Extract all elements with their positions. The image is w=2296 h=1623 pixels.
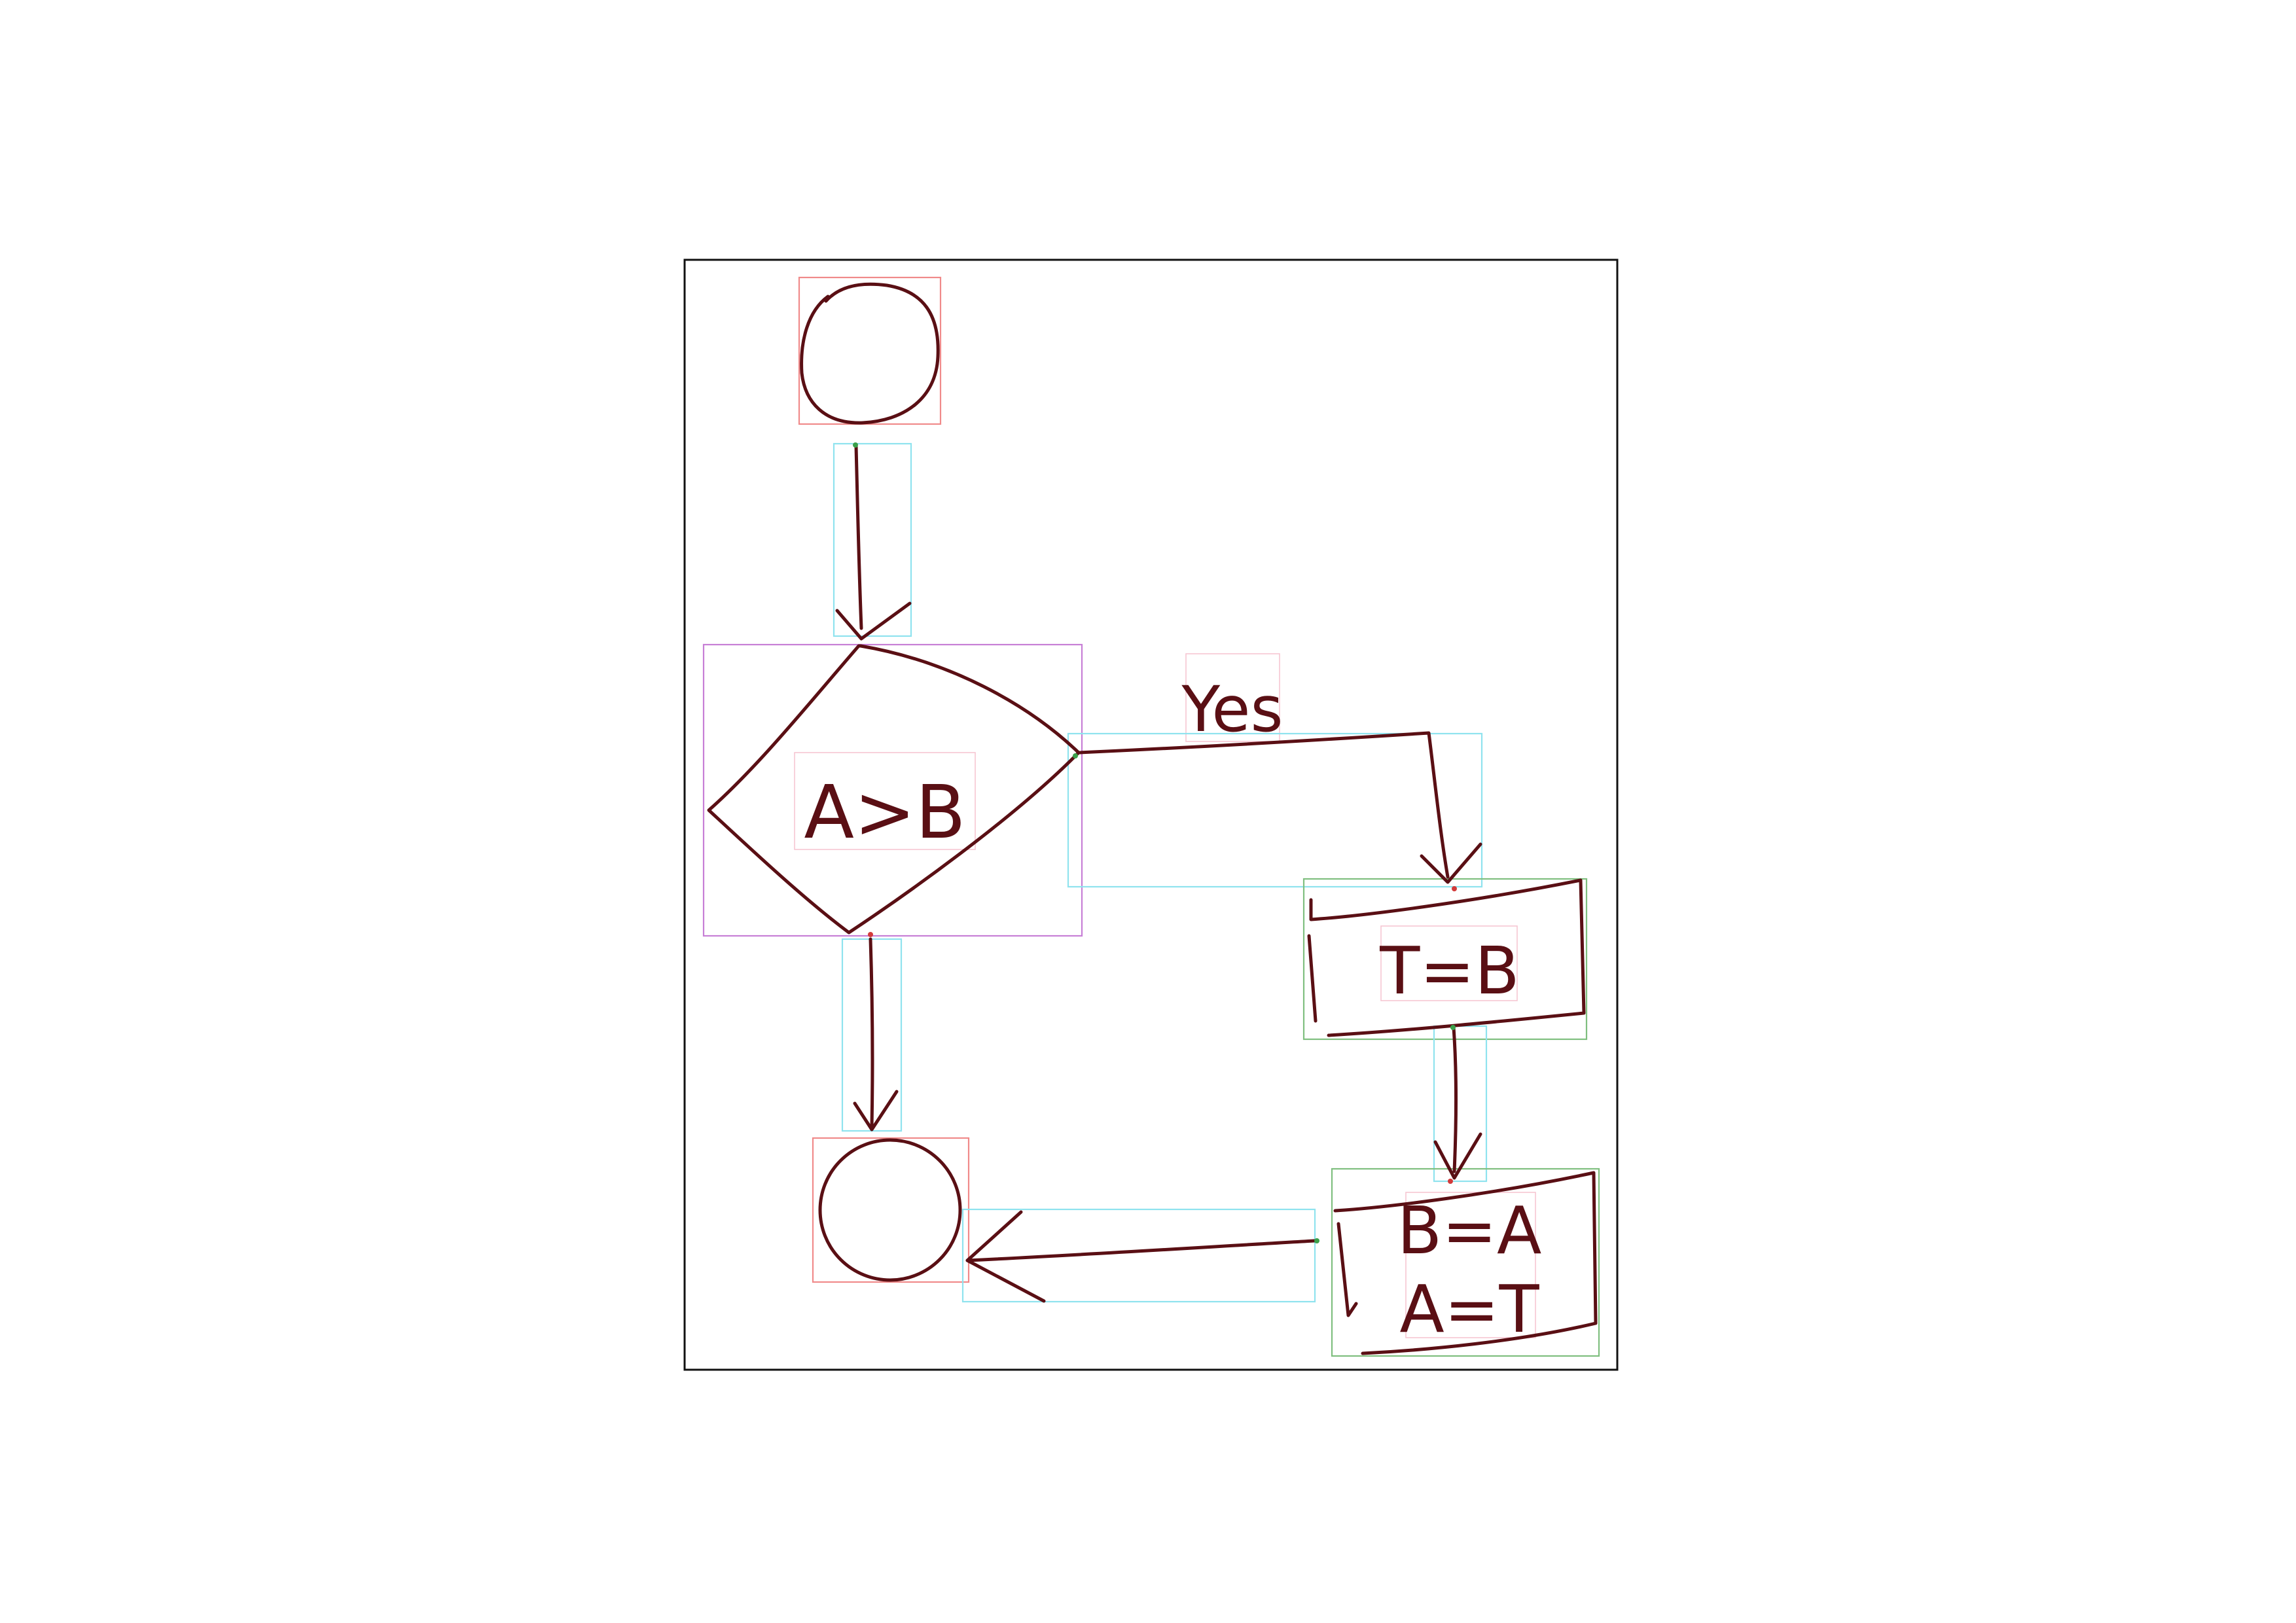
bbox-swap1-text (1380, 925, 1518, 1001)
connector-dot (1450, 1025, 1456, 1030)
decision-diamond (707, 644, 1081, 935)
bbox-decision (702, 643, 1083, 937)
bbox-decision-text (794, 752, 976, 850)
decision-label: A>B (804, 770, 965, 855)
bbox-start-node (798, 276, 942, 425)
yes-label: Yes (1181, 673, 1283, 746)
connector-dot (1448, 1179, 1453, 1184)
connector-dot (868, 932, 873, 937)
arrow-start-to-decision (835, 444, 912, 641)
arrow-decision-to-swap1 (1077, 731, 1482, 884)
arrow-swap2-to-end (965, 1210, 1316, 1303)
swap2-label-line2: A=T (1399, 1271, 1539, 1347)
bbox-arrow-start-to-decision (833, 442, 912, 637)
process-swap1 (1307, 878, 1586, 1037)
bbox-swap2-text (1405, 1192, 1536, 1338)
swap1-label: T=B (1379, 933, 1519, 1009)
arrow-decision-to-end (853, 937, 899, 1132)
connector-dot (1314, 1238, 1319, 1243)
end-node (818, 1138, 962, 1282)
connector-dot (853, 442, 858, 448)
bbox-process-swap2 (1331, 1168, 1600, 1357)
connector-dot (1452, 886, 1457, 891)
process-swap2 (1333, 1171, 1598, 1355)
connector-dot (1073, 753, 1078, 758)
bbox-arrow-swap1-to-swap2 (1433, 1025, 1488, 1183)
arrow-swap1-to-swap2 (1433, 1026, 1482, 1180)
bbox-arrow-swap2-to-end (961, 1208, 1316, 1303)
bbox-end-node (812, 1137, 970, 1283)
diagram-frame (683, 259, 1619, 1371)
bbox-yes-text (1185, 653, 1280, 742)
bbox-arrow-decision-to-swap1 (1067, 732, 1483, 888)
swap2-label-line1: B=A (1397, 1192, 1542, 1269)
start-node (800, 282, 940, 425)
